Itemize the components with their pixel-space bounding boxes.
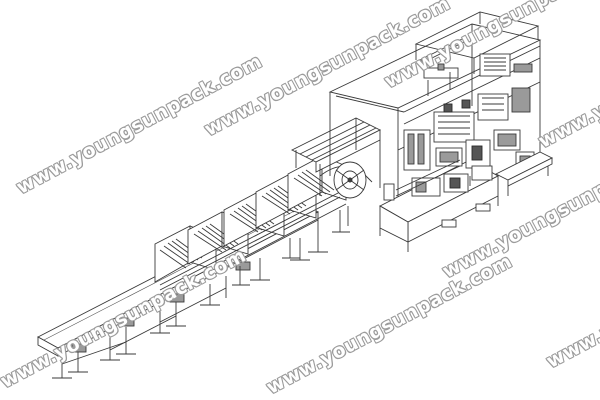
infeed-conveyor — [37, 201, 328, 379]
folding-and-insertion-mechanism — [383, 87, 535, 201]
conveyor-legs — [52, 220, 328, 379]
overhead-transfer-frame — [290, 117, 382, 199]
carton-magazine — [418, 37, 533, 96]
outfeed-section — [494, 151, 554, 196]
bucket-chain-guides — [154, 155, 350, 291]
